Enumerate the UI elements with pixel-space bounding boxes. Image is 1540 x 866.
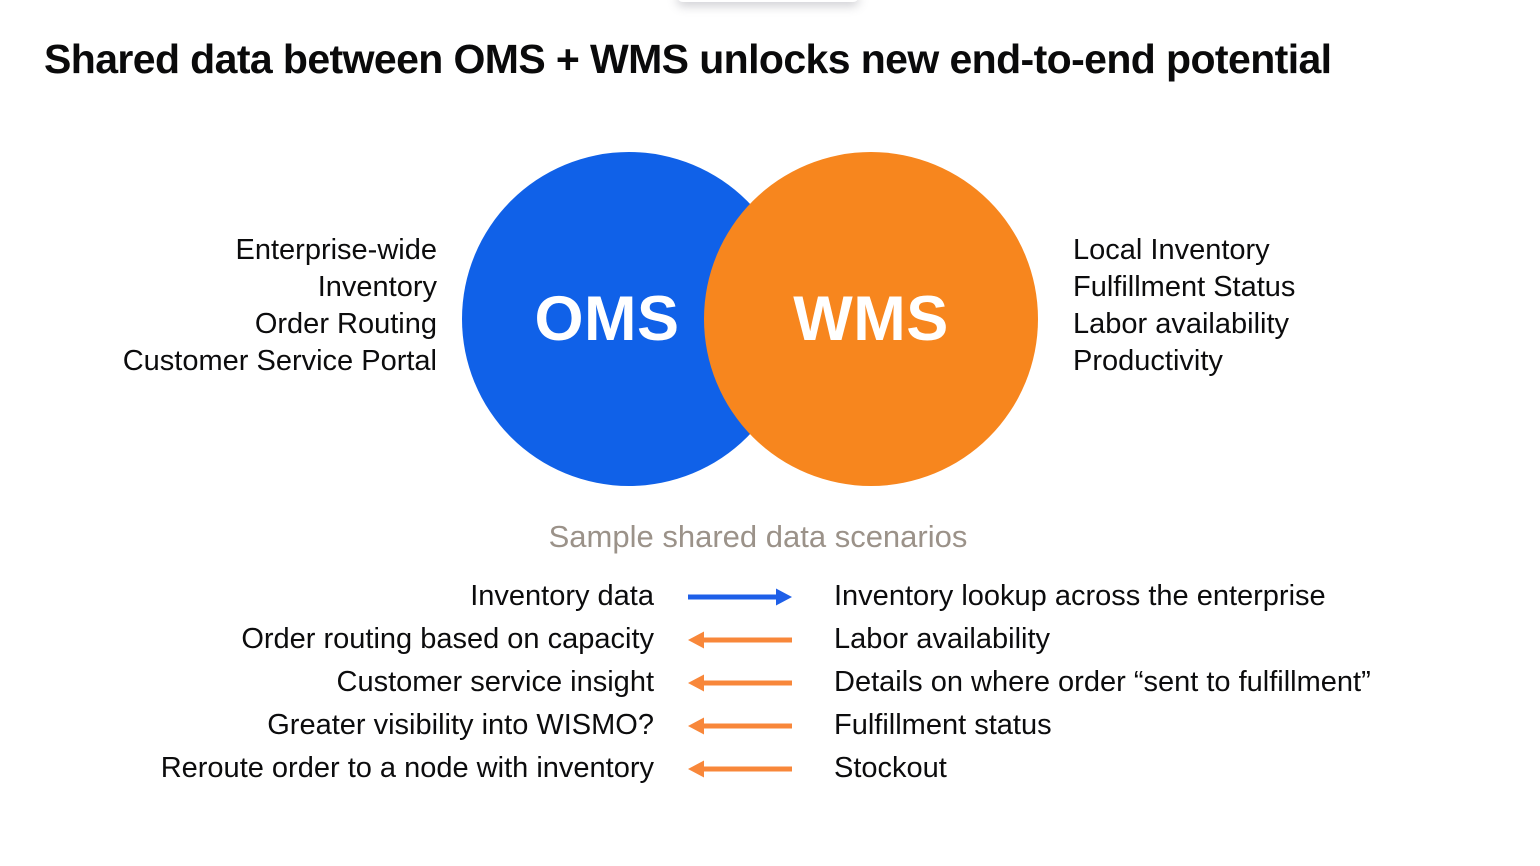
scenario-result: Fulfillment status [834,709,1052,741]
wms-circle: WMS [704,152,1038,486]
scenario-row: Greater visibility into WISMO? Fulfillme… [0,704,1540,747]
wms-feature-list: Local Inventory Fulfillment Status Labor… [1073,232,1295,380]
scenario-table: Inventory data Inventory lookup across t… [0,575,1540,790]
scenario-source: Greater visibility into WISMO? [267,709,654,741]
wms-feature-item: Fulfillment Status [1073,271,1296,303]
wms-feature-item: Labor availability [1073,308,1290,340]
arrow-left-icon [654,757,834,781]
arrow-left-icon [654,628,834,652]
scenario-row: Inventory data Inventory lookup across t… [0,575,1540,618]
scenario-result: Labor availability [834,623,1051,655]
oms-feature-item: Inventory [317,271,437,303]
oms-feature-item: Customer Service Portal [122,345,437,377]
page-title: Shared data between OMS + WMS unlocks ne… [44,36,1332,82]
wms-feature-item: Local Inventory [1073,234,1270,266]
arrow-right-icon [654,585,834,609]
scenario-source: Order routing based on capacity [241,623,654,655]
oms-label: OMS [534,283,680,354]
scenario-row: Order routing based on capacity Labor av… [0,618,1540,661]
scenario-result: Details on where order “sent to fulfillm… [834,666,1371,698]
oms-feature-list: Enterprise-wide Inventory Order Routing … [0,232,437,380]
scenario-source: Reroute order to a node with inventory [160,752,654,784]
scenario-source: Inventory data [470,580,654,612]
scenario-row: Reroute order to a node with inventory S… [0,747,1540,790]
cropped-toolbar-shadow [677,0,859,2]
oms-feature-item: Enterprise-wide [235,234,437,266]
wms-feature-item: Productivity [1073,345,1223,377]
arrow-left-icon [654,714,834,738]
oms-feature-item: Order Routing [254,308,437,340]
scenario-row: Customer service insight Details on wher… [0,661,1540,704]
scenario-source: Customer service insight [336,666,655,698]
scenarios-heading: Sample shared data scenarios [548,519,968,554]
wms-label: WMS [793,283,949,354]
scenario-result: Inventory lookup across the enterprise [834,580,1326,612]
arrow-left-icon [654,671,834,695]
scenario-result: Stockout [834,752,947,784]
